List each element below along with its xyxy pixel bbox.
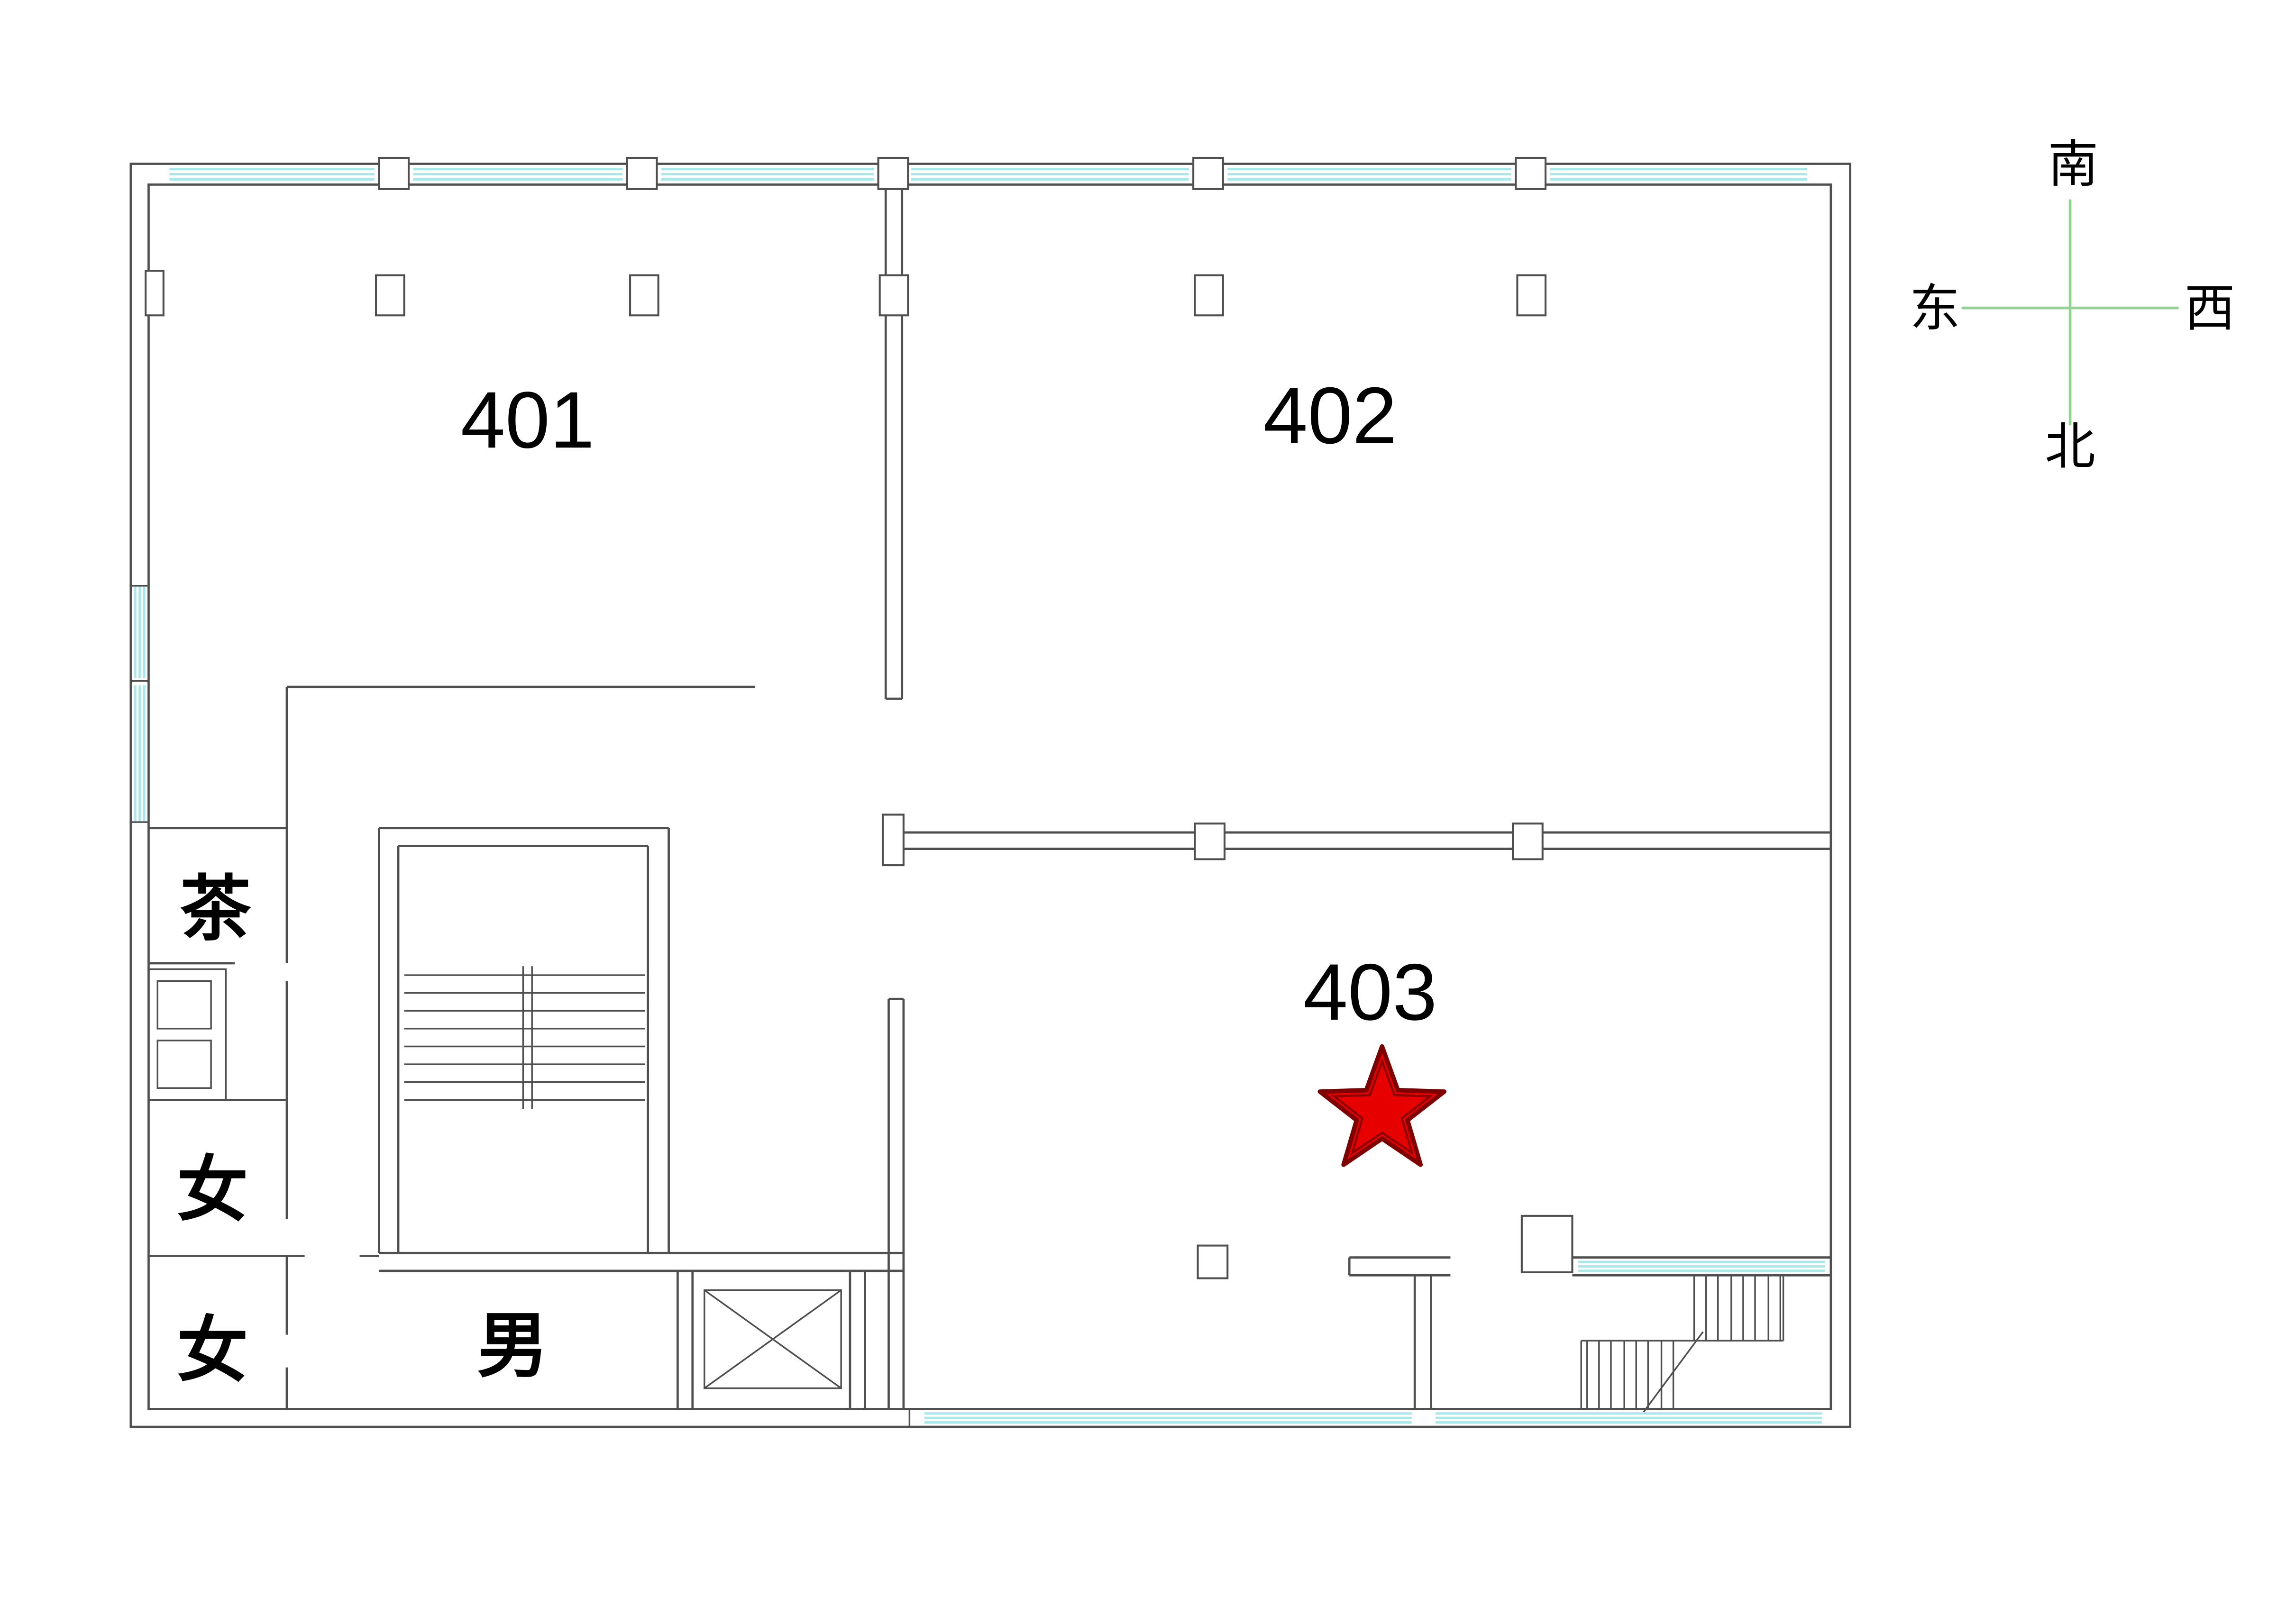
corridor-wall: [887, 997, 905, 1409]
stair-window-band: [1572, 1256, 1831, 1277]
womens-room-label-2: 女: [177, 1310, 248, 1390]
elevator: [677, 1270, 866, 1409]
bottom-right-stairs: [1580, 1275, 1784, 1413]
bottom-wall-windows: [924, 1412, 1822, 1424]
compass-label-bottom: 北: [2045, 419, 2095, 475]
top-wall-windows: [169, 168, 1807, 181]
labels: 401 402 403 茶 女 女 男: [177, 371, 1437, 1390]
tea-cabinet: [147, 968, 227, 1101]
room-403-walls: [1197, 1214, 1573, 1409]
room-401-label: 401: [461, 375, 595, 465]
wall-402-403: [881, 813, 1831, 867]
mens-room-label: 男: [477, 1306, 548, 1386]
room-403-label: 403: [1303, 947, 1437, 1037]
columns: [145, 156, 1547, 860]
star-inner-outline: [1331, 1058, 1434, 1156]
compass-label-left: 东: [1910, 280, 1960, 337]
location-star-icon: [1317, 1044, 1446, 1167]
compass-label-right: 西: [2185, 280, 2235, 337]
building-outline: [129, 163, 1851, 1428]
tea-room-label: 茶: [180, 869, 251, 949]
elevator-car-icon: [704, 1289, 842, 1389]
left-wall-windows: [130, 585, 149, 823]
wall-401-402: [884, 184, 904, 700]
room-402-label: 402: [1263, 371, 1397, 460]
stair-treads: [404, 966, 645, 1109]
womens-room-label-1: 女: [177, 1150, 248, 1230]
compass: 南 北 东 西: [1910, 136, 2235, 475]
partition-401: [285, 685, 755, 828]
compass-label-top: 南: [2048, 136, 2099, 192]
stairwell: [377, 827, 904, 1272]
star-outer: [1317, 1044, 1446, 1167]
